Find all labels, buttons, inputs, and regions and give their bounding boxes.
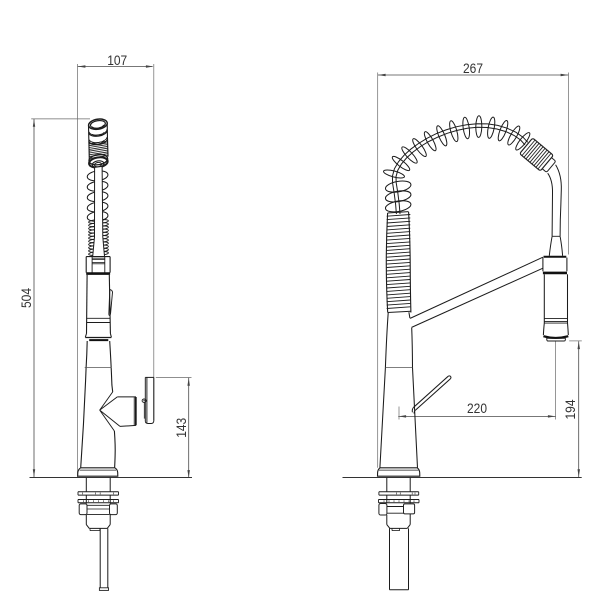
svg-text:107: 107 <box>107 52 127 68</box>
svg-text:220: 220 <box>467 400 487 416</box>
svg-text:194: 194 <box>562 399 578 419</box>
svg-text:143: 143 <box>173 418 189 438</box>
svg-text:267: 267 <box>463 60 483 76</box>
svg-text:504: 504 <box>18 288 34 308</box>
